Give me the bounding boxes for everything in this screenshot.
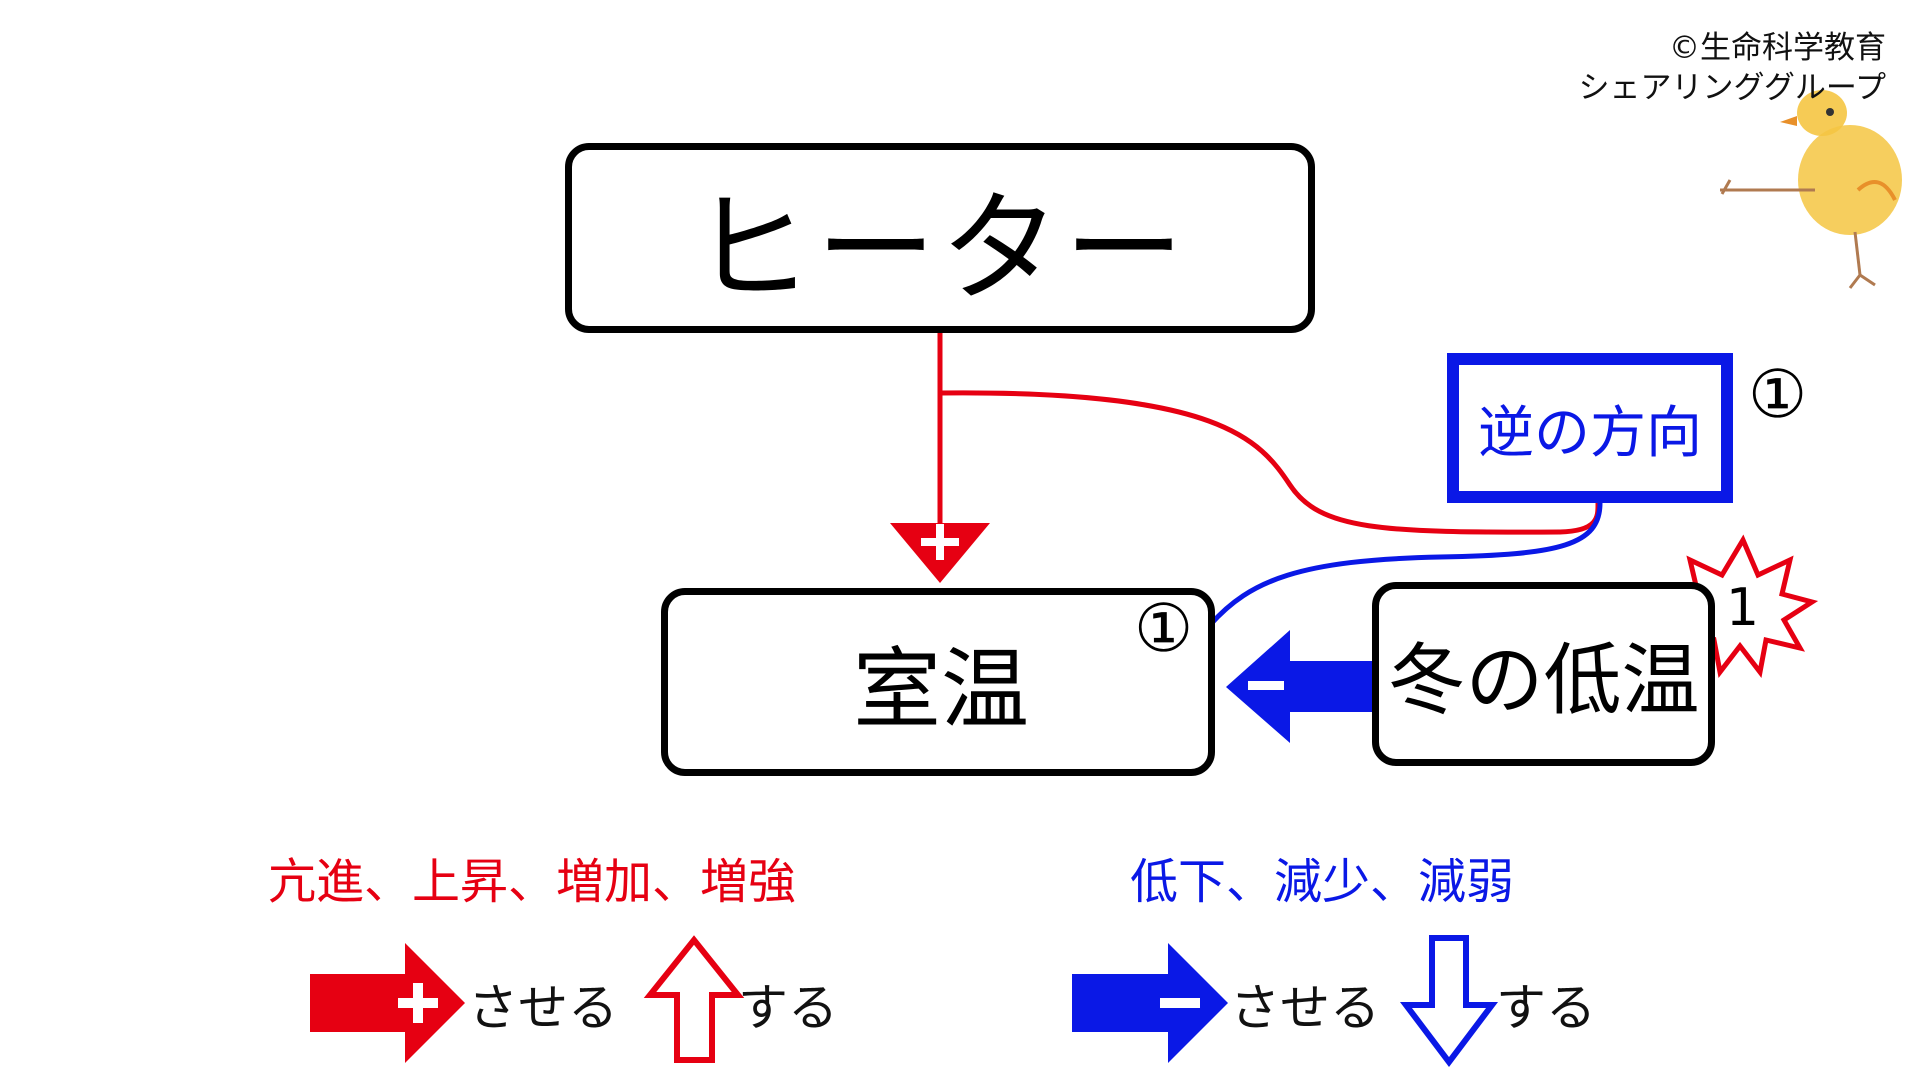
legend-red-up-arrow-icon xyxy=(643,935,745,1063)
reverse-direction-box: 逆の方向 xyxy=(1447,353,1733,503)
credit-line-2: シェアリンググループ xyxy=(1578,70,1886,106)
legend-blue-right-arrow-icon xyxy=(1072,943,1228,1063)
heater-box: ヒーター xyxy=(565,143,1315,333)
legend-increase-text: 亢進、上昇、増加、増強 xyxy=(268,854,797,910)
legend-red-state-label: する xyxy=(738,979,838,1037)
legend-plus-icon-v xyxy=(413,983,423,1023)
winter-low-temp-box: 冬の低温 xyxy=(1372,582,1715,766)
chick-icon xyxy=(1720,90,1902,289)
credit-text: ©生命科学教育 シェアリンググループ xyxy=(1578,28,1886,108)
room-temp-label: 室温 xyxy=(853,637,1030,741)
plus-icon-v xyxy=(936,524,944,560)
heater-to-reverse-curve xyxy=(939,390,1601,535)
room-circled-number: ① xyxy=(1134,590,1194,667)
room-temp-box: 室温 xyxy=(661,588,1215,776)
minus-icon xyxy=(1248,681,1284,690)
legend-red-cause-label: させる xyxy=(468,979,618,1037)
winter-to-room-arrow-icon xyxy=(1226,630,1372,743)
legend-red-right-arrow-icon xyxy=(310,943,465,1063)
burst-number: 1 xyxy=(1726,578,1760,638)
legend-decrease-text: 低下、減少、減弱 xyxy=(1130,854,1515,910)
legend-minus-icon xyxy=(1160,998,1200,1008)
legend-blue-cause-label: させる xyxy=(1230,979,1380,1037)
legend-blue-down-arrow-icon xyxy=(1399,935,1499,1067)
credit-line-1: ©生命科学教育 xyxy=(1669,30,1886,66)
legend-blue-state-label: する xyxy=(1496,979,1596,1037)
reverse-circled-number: ① xyxy=(1748,356,1808,433)
